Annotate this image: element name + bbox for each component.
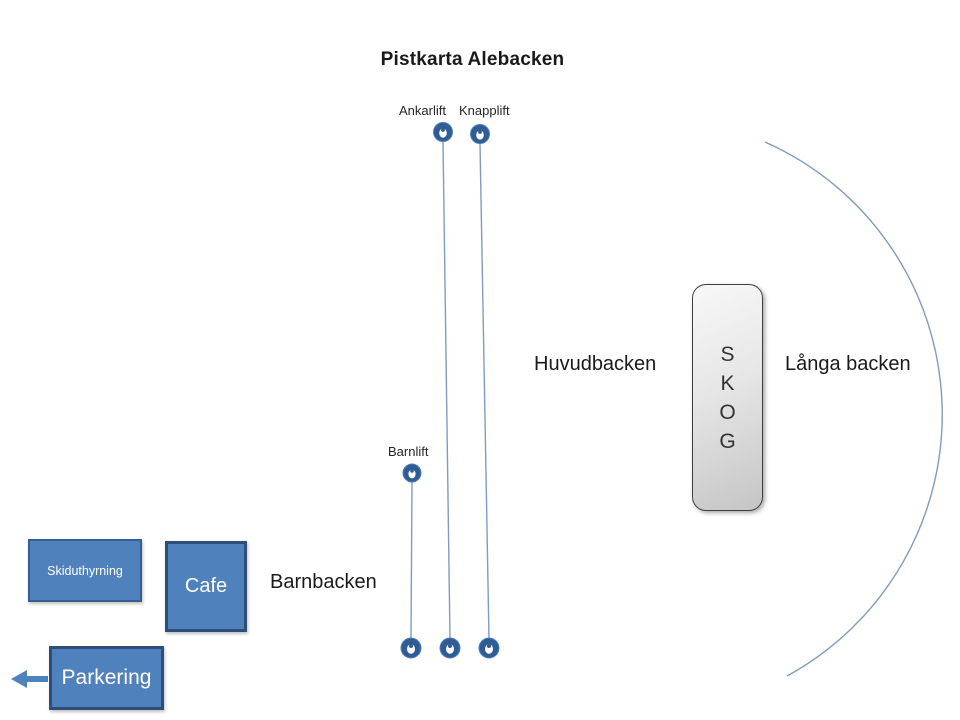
forest-box-label: S K O G	[719, 342, 736, 453]
facility-cafe-label: Cafe	[184, 575, 228, 597]
page-title: Pistkarta Alebacken	[380, 49, 565, 70]
facility-skiduthyrning-label: Skiduthyrning	[47, 563, 123, 578]
ankarlift-cable-line	[442, 140, 451, 640]
label-ankarlift: Ankarlift	[399, 103, 446, 118]
label-barnbacken: Barnbacken	[270, 571, 377, 593]
ankarlift-top-station-icon	[433, 122, 453, 142]
label-langa-backen: Långa backen	[785, 353, 911, 375]
barnlift-cable-line	[410, 481, 413, 640]
label-huvudbacken: Huvudbacken	[534, 353, 657, 375]
facility-parkering-label: Parkering	[61, 666, 152, 689]
knapplift-cable-line	[479, 142, 490, 640]
knapplift-top-station-icon	[470, 124, 490, 144]
langa-backen-boundary-arc	[764, 141, 943, 677]
barnlift-bottom-station-icon	[400, 637, 422, 659]
barnlift-top-station-icon	[402, 463, 422, 483]
facility-cafe: Cafe	[165, 541, 247, 632]
forest-box: S K O G	[692, 284, 763, 511]
ankarlift-bottom-station-icon	[439, 637, 461, 659]
knapplift-bottom-station-icon	[478, 637, 500, 659]
facility-parkering: Parkering	[49, 646, 164, 710]
label-barnlift: Barnlift	[388, 444, 429, 459]
label-knapplift: Knapplift	[459, 103, 510, 118]
facility-skiduthyrning: Skiduthyrning	[28, 539, 142, 602]
left-arrow-icon	[11, 670, 48, 688]
